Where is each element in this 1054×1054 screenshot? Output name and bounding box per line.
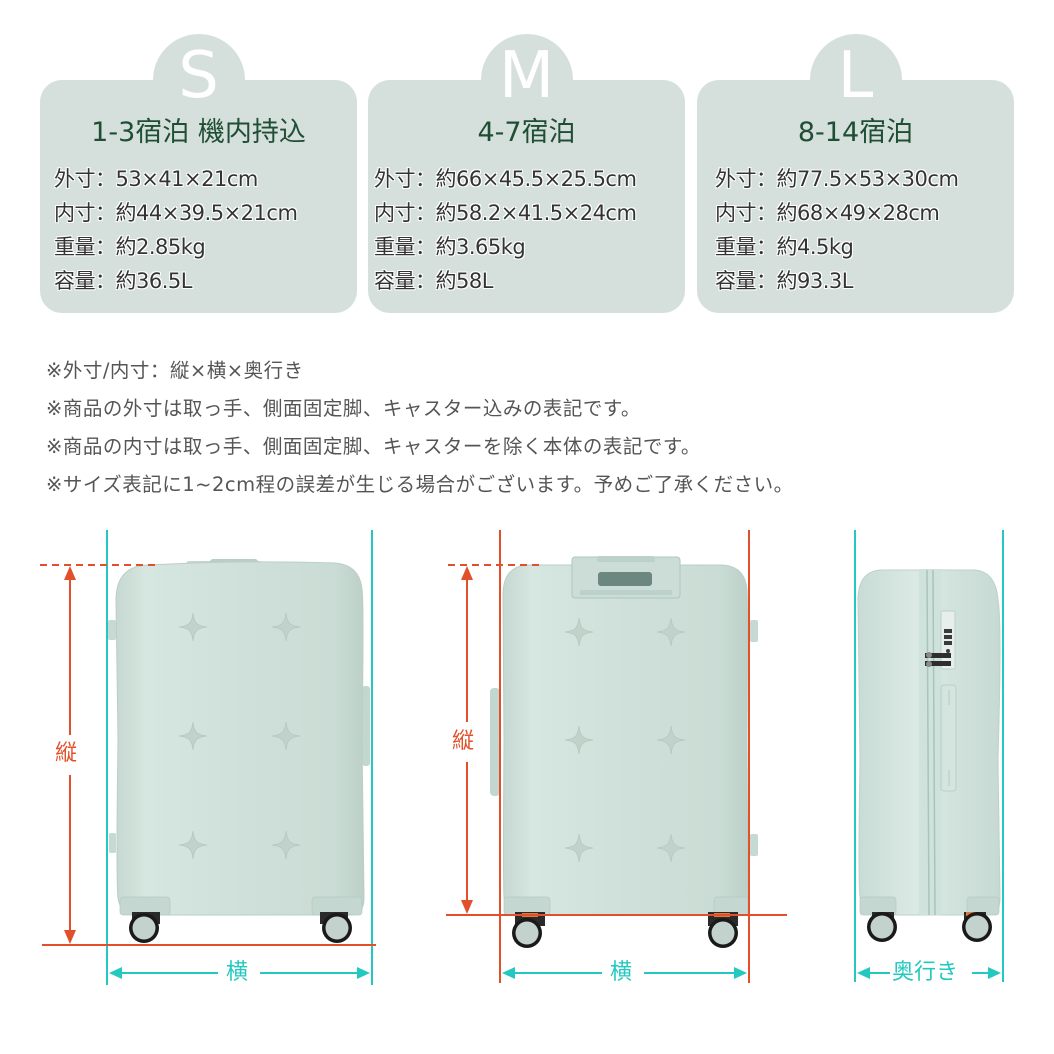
- spec-weight: 重量：約3.65kg: [374, 235, 526, 259]
- size-letter: M: [498, 39, 555, 113]
- spec-outer-dimensions: 外寸：約66×45.5×25.5cm: [374, 167, 637, 191]
- size-tab: [809, 34, 902, 126]
- card-title: 8-14宿泊: [797, 117, 914, 148]
- spec-inner-dimensions: 内寸：約58.2×41.5×24cm: [374, 201, 637, 225]
- spec-list: 外寸：約66×45.5×25.5cm 内寸：約58.2×41.5×24cm 重量…: [374, 162, 679, 298]
- size-letter: L: [837, 39, 874, 113]
- spec-capacity: 容量：約36.5L: [54, 269, 192, 293]
- size-tab: [152, 34, 245, 126]
- suitcase-front-outer: [108, 559, 370, 943]
- note-tolerance: ※サイズ表記に1~2cm程の誤差が生じる場合がございます。予めご了承ください。: [46, 473, 794, 496]
- spec-inner-dimensions: 内寸：約68×49×28cm: [715, 201, 940, 225]
- size-card-l: L 8-14宿泊 外寸：約77.5×53×30cm 内寸：約68×49×28cm…: [697, 34, 1014, 313]
- depth-label-side: 奥行き: [890, 960, 961, 986]
- size-tab: [480, 34, 573, 126]
- spec-weight: 重量：約4.5kg: [715, 235, 854, 259]
- note-dimension-order: ※外寸/内寸：縦×横×奥行き: [46, 359, 304, 382]
- spec-capacity: 容量：約58L: [374, 269, 493, 293]
- note-outer-dimensions: ※商品の外寸は取っ手、側面固定脚、キャスター込みの表記です。: [46, 397, 641, 420]
- dimension-lines-side: [854, 530, 1004, 982]
- dimension-lines-front: [40, 530, 376, 985]
- height-label-front: 縦: [55, 741, 78, 766]
- spec-list: 外寸：53×41×21cm 内寸：約44×39.5×21cm 重量：約2.85k…: [54, 162, 351, 298]
- size-letter: S: [178, 39, 219, 113]
- suitcase-back-inner: [490, 556, 758, 948]
- width-label-back: 横: [606, 960, 637, 986]
- size-card-m: M 4-7宿泊 外寸：約66×45.5×25.5cm 内寸：約58.2×41.5…: [368, 34, 685, 313]
- spec-outer-dimensions: 外寸：約77.5×53×30cm: [715, 167, 959, 191]
- spec-capacity: 容量：約93.3L: [715, 269, 853, 293]
- width-label-front: 横: [222, 960, 253, 986]
- note-inner-dimensions: ※商品の内寸は取っ手、側面固定脚、キャスターを除く本体の表記です。: [46, 435, 701, 458]
- card-title: 4-7宿泊: [477, 117, 576, 148]
- size-card-s: S 1-3宿泊 機内持込 外寸：53×41×21cm 内寸：約44×39.5×2…: [40, 34, 357, 313]
- dimension-lines-back: [446, 530, 787, 983]
- suitcase-side: [857, 569, 1001, 942]
- spec-list: 外寸：約77.5×53×30cm 内寸：約68×49×28cm 重量：約4.5k…: [715, 162, 1008, 298]
- height-label-back: 縦: [452, 729, 475, 754]
- card-title: 1-3宿泊 機内持込: [91, 117, 306, 148]
- spec-inner-dimensions: 内寸：約44×39.5×21cm: [54, 201, 298, 225]
- notes: ※外寸/内寸：縦×横×奥行き ※商品の外寸は取っ手、側面固定脚、キャスター込みの…: [46, 352, 794, 504]
- spec-weight: 重量：約2.85kg: [54, 235, 206, 259]
- spec-outer-dimensions: 外寸：53×41×21cm: [54, 167, 258, 191]
